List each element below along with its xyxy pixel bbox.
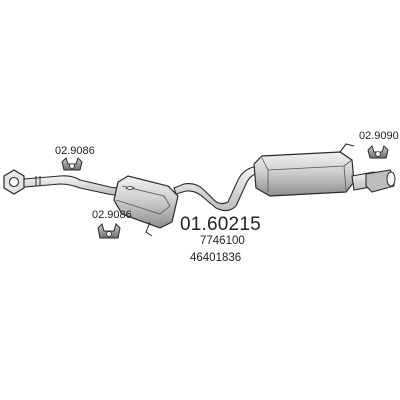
middle-pipe [173,165,263,212]
front-flange [3,169,25,195]
hanger-front-lower-label: 02.9086 [92,209,132,221]
main-part-number: 01.60215 [180,214,261,235]
oem-number-1: 7746100 [200,235,245,247]
tail-pipe [351,169,396,193]
hanger-front-upper [61,157,83,171]
hanger-rear [367,145,389,159]
hanger-rear-label: 02.9090 [359,130,399,142]
oem-number-2: 46401836 [190,252,242,264]
centre-silencer [113,175,179,237]
hanger-front-lower [97,223,121,239]
rear-silencer [253,143,355,197]
hanger-front-upper-label: 02.9086 [55,145,95,157]
front-pipe [23,175,125,196]
